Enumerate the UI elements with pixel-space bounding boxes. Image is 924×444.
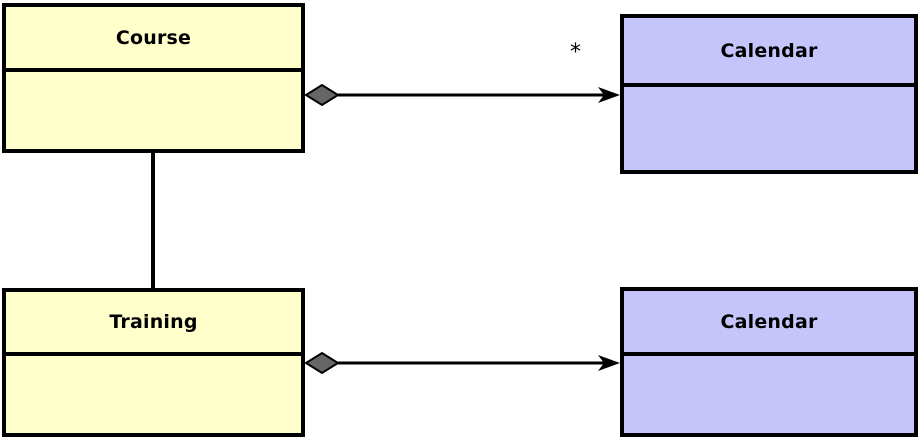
uml-class-course[interactable]: Course bbox=[2, 3, 305, 153]
class-attributes-training bbox=[6, 356, 301, 433]
class-attributes-calendar-bottom bbox=[624, 356, 914, 433]
open-arrowhead-icon bbox=[598, 355, 620, 371]
uml-class-calendar-top[interactable]: Calendar bbox=[620, 14, 918, 174]
uml-class-calendar-bottom[interactable]: Calendar bbox=[620, 287, 918, 437]
open-arrowhead-icon bbox=[598, 87, 620, 103]
filled-diamond-icon bbox=[304, 83, 340, 107]
class-name-calendar-bottom: Calendar bbox=[624, 291, 914, 356]
multiplicity-label-calendar-top: * bbox=[570, 40, 581, 65]
class-attributes-course bbox=[6, 72, 301, 149]
class-name-course: Course bbox=[6, 7, 301, 72]
class-name-calendar-top: Calendar bbox=[624, 18, 914, 87]
class-attributes-calendar-top bbox=[624, 87, 914, 170]
class-name-training: Training bbox=[6, 292, 301, 356]
filled-diamond-icon bbox=[304, 351, 340, 375]
uml-class-training[interactable]: Training bbox=[2, 288, 305, 437]
